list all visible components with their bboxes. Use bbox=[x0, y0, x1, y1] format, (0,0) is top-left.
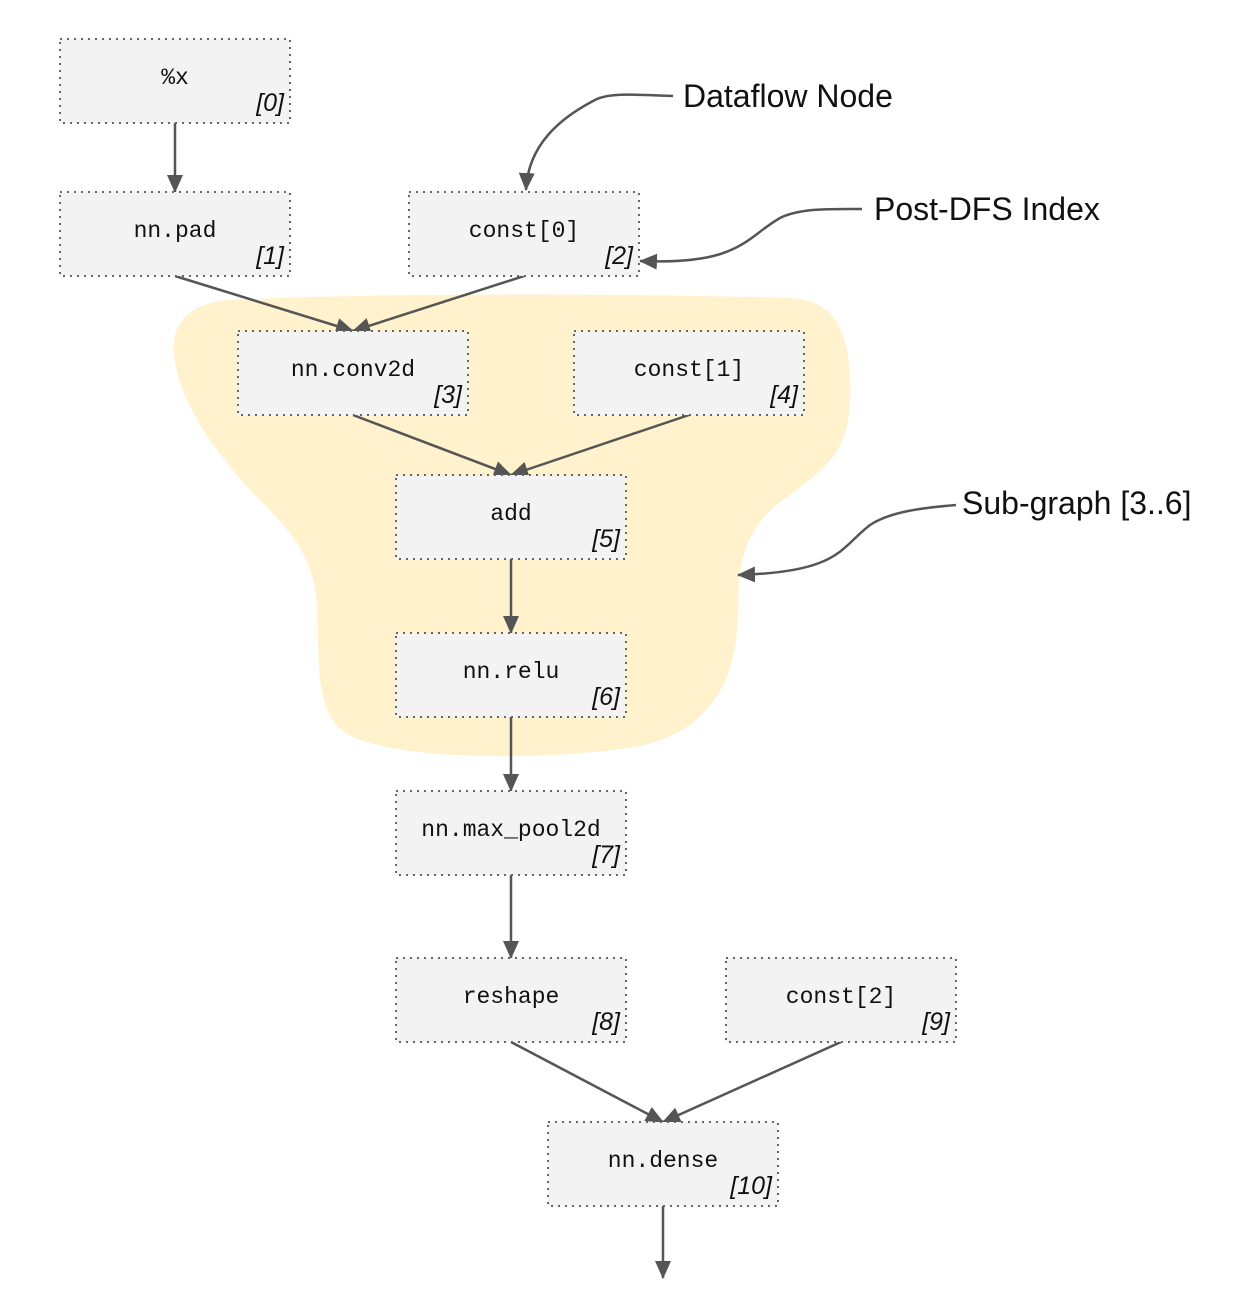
edge-const1-to-add bbox=[510, 413, 690, 478]
node-box bbox=[547, 1121, 779, 1207]
edge-pad-to-conv2d bbox=[174, 274, 354, 334]
node-index: [2] bbox=[604, 242, 634, 270]
node-conv2d: nn.conv2d [3] bbox=[237, 330, 469, 416]
node-label: nn.pad bbox=[134, 218, 217, 244]
annotation-arrow-subgraph bbox=[737, 503, 957, 583]
node-index: [10] bbox=[729, 1172, 773, 1200]
node-const1: const[1] [4] bbox=[573, 330, 805, 416]
annotation-post-dfs-index: Post-DFS Index bbox=[639, 191, 1100, 270]
node-const0: const[0] [2] bbox=[408, 191, 640, 277]
node-box bbox=[395, 474, 627, 560]
annotation-label-dataflow-node: Dataflow Node bbox=[683, 78, 893, 114]
node-index: [3] bbox=[433, 381, 463, 409]
annotation-dataflow-node: Dataflow Node bbox=[518, 78, 893, 191]
node-box bbox=[59, 38, 291, 124]
edge-conv2d-to-add bbox=[352, 413, 512, 477]
edge-reshape-to-dense bbox=[510, 1040, 664, 1124]
node-index: [7] bbox=[591, 841, 621, 869]
node-label: const[0] bbox=[469, 218, 579, 244]
node-box bbox=[395, 957, 627, 1043]
node-index: [6] bbox=[591, 683, 621, 711]
node-box bbox=[573, 330, 805, 416]
node-index: [4] bbox=[769, 381, 799, 409]
edges-layer bbox=[167, 123, 842, 1279]
node-maxpool: nn.max_pool2d[7] bbox=[395, 790, 627, 876]
annotation-arrow-post-dfs-index bbox=[639, 207, 863, 270]
node-box bbox=[408, 191, 640, 277]
annotation-label-subgraph: Sub-graph [3..6] bbox=[962, 485, 1191, 521]
node-label: nn.conv2d bbox=[291, 357, 415, 383]
node-index: [1] bbox=[255, 242, 285, 270]
node-index: [9] bbox=[921, 1008, 951, 1036]
node-label: nn.relu bbox=[463, 659, 560, 685]
node-box bbox=[395, 790, 627, 876]
node-label: const[1] bbox=[634, 357, 744, 383]
node-label: %x bbox=[161, 65, 189, 91]
nodes-layer: %x [0] nn.pad [1] const[0] [2] nn.conv2d [3] con… bbox=[59, 38, 957, 1207]
node-label: nn.max_pool2d bbox=[421, 817, 600, 843]
node-add: add [5] bbox=[395, 474, 627, 560]
node-index: [0] bbox=[255, 89, 285, 117]
node-relu: nn.relu [6] bbox=[395, 632, 627, 718]
node-box bbox=[237, 330, 469, 416]
node-box bbox=[59, 191, 291, 277]
node-const2: const[2] [9] bbox=[725, 957, 957, 1043]
annotation-arrow-dataflow-node bbox=[518, 93, 674, 191]
node-box bbox=[725, 957, 957, 1043]
node-index: [5] bbox=[591, 525, 621, 553]
node-label: nn.dense bbox=[608, 1148, 718, 1174]
node-label: add bbox=[490, 501, 531, 527]
node-label: reshape bbox=[463, 984, 560, 1010]
node-index: [8] bbox=[591, 1008, 621, 1036]
node-label: const[2] bbox=[786, 984, 896, 1010]
node-pad: nn.pad [1] bbox=[59, 191, 291, 277]
node-reshape: reshape [8] bbox=[395, 957, 627, 1043]
annotation-subgraph: Sub-graph [3..6] bbox=[737, 485, 1191, 583]
node-box bbox=[395, 632, 627, 718]
node-x: %x [0] bbox=[59, 38, 291, 124]
node-dense: nn.dense [10] bbox=[547, 1121, 779, 1207]
annotation-label-post-dfs-index: Post-DFS Index bbox=[874, 191, 1100, 227]
edge-const0-to-conv2d bbox=[352, 274, 525, 334]
edge-const2-to-dense bbox=[662, 1040, 842, 1124]
